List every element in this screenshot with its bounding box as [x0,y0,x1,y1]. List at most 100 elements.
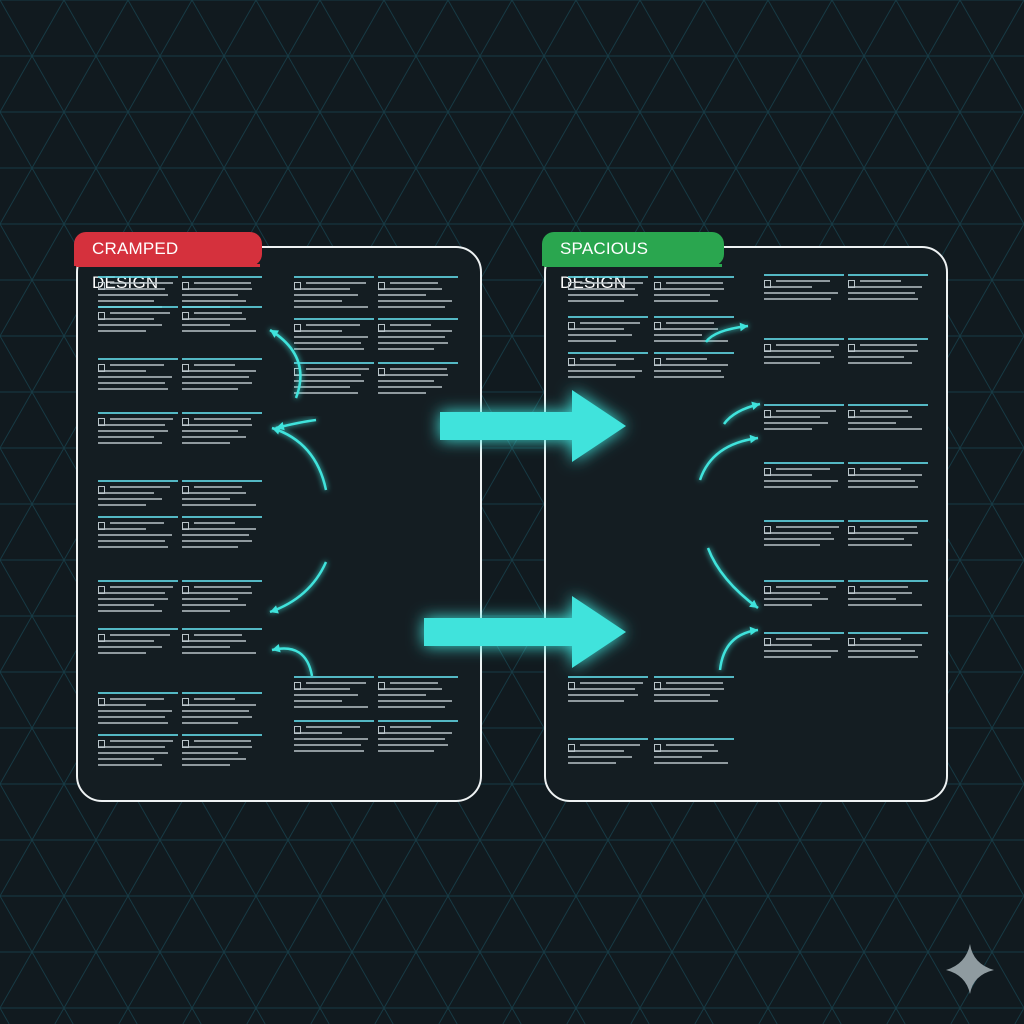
column-rule [378,362,458,364]
text-line [848,644,922,646]
column-rule [654,276,734,278]
text-line [182,598,238,600]
text-line [194,586,251,588]
text-line [390,726,431,728]
text-line [98,430,168,432]
curved-arrow-head [749,599,758,608]
text-line [860,526,917,528]
placeholder-text-block [294,720,374,756]
curved-arrow-head [749,626,758,636]
text-line [98,376,172,378]
text-line [654,340,728,342]
column-rule [848,520,928,522]
text-line [294,392,358,394]
text-line [98,318,154,320]
column-rule [294,318,374,320]
text-line [654,762,728,764]
column-rule [98,516,178,518]
placeholder-text-block [294,362,374,398]
text-line [654,334,702,336]
text-line [98,498,162,500]
text-line [378,694,426,696]
column-rule [764,274,844,276]
text-line [98,752,168,754]
text-line [182,704,256,706]
column-rule [568,352,648,354]
text-line [848,656,918,658]
curved-arrow-head [276,421,285,431]
text-line [98,646,162,648]
text-line [764,480,838,482]
text-line [182,294,238,296]
text-line [98,330,146,332]
text-line [110,698,164,700]
text-line [654,300,718,302]
text-line [294,294,358,296]
placeholder-text-block [764,404,844,434]
text-line [306,282,366,284]
placeholder-text-block [98,734,178,770]
placeholder-text-block [568,316,648,346]
text-line [194,522,235,524]
placeholder-text-block [848,404,928,434]
column-rule [294,676,374,678]
curved-arrow [698,436,759,481]
column-rule [764,338,844,340]
text-line [98,592,165,594]
text-line [306,682,366,684]
text-line [378,348,434,350]
placeholder-text-block [764,338,844,368]
column-rule [848,404,928,406]
text-line [294,688,350,690]
text-line [378,386,442,388]
text-line [182,424,252,426]
text-line [848,486,918,488]
text-line [860,586,908,588]
text-line [568,700,624,702]
text-line [764,298,831,300]
column-rule [764,462,844,464]
text-line [568,340,616,342]
text-line [182,752,238,754]
text-line [568,328,624,330]
text-line [378,300,452,302]
text-line [182,646,230,648]
sparkle-icon [946,944,994,994]
text-line [848,428,922,430]
placeholder-text-block [294,276,374,312]
text-line [98,652,146,654]
text-line [110,634,170,636]
placeholder-text-block [378,276,458,312]
text-line [294,330,342,332]
text-line [378,392,426,394]
placeholder-text-block [98,580,178,616]
text-line [378,294,426,296]
text-line [860,280,901,282]
column-rule [764,520,844,522]
column-rule [98,628,178,630]
text-line [568,364,616,366]
column-rule [182,692,262,694]
text-line [182,370,256,372]
text-line [294,732,342,734]
text-line [182,528,256,530]
column-rule [98,480,178,482]
text-line [764,286,812,288]
text-line [848,350,918,352]
placeholder-text-block [182,358,262,394]
column-rule [294,362,374,364]
column-rule [654,738,734,740]
text-line [654,328,718,330]
text-line [110,364,164,366]
text-line [182,604,246,606]
text-line [110,740,173,742]
text-line [194,282,251,284]
curved-arrow [271,426,328,491]
curved-arrow-head [272,643,281,653]
text-line [182,722,238,724]
placeholder-text-block [98,306,178,336]
text-line [306,368,369,370]
text-line [110,586,173,588]
text-line [764,350,831,352]
